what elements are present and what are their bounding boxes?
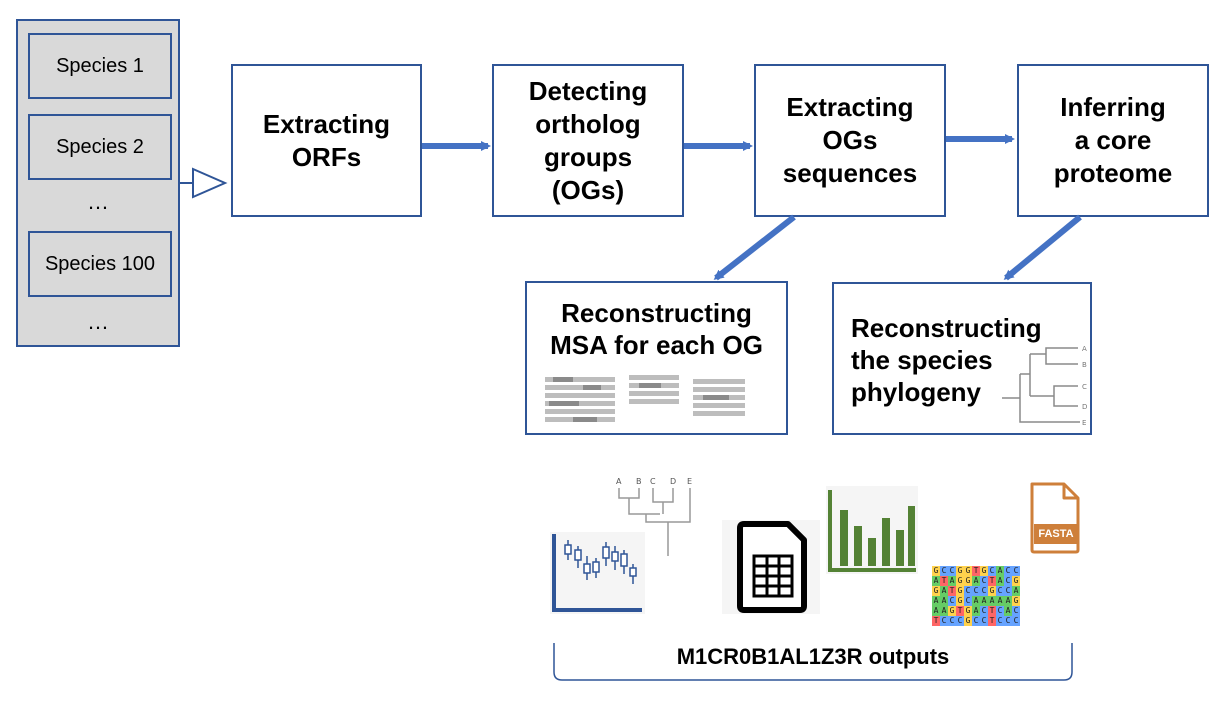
step-label: Inferring a core proteome: [1053, 92, 1173, 188]
species-tree-icon: A B C D E: [1002, 345, 1087, 427]
species-box-1: Species 1: [28, 33, 172, 99]
tree-leaf-label: A: [1082, 345, 1087, 353]
tree-leaf-label: D: [1082, 403, 1087, 411]
species-input-panel: Species 1 Species 2 … Species 100 …: [16, 19, 180, 347]
species-box-2: Species 2: [28, 114, 172, 180]
step-label: Extracting OGs sequences: [782, 92, 918, 188]
dendrogram-leaf-label: C: [650, 477, 656, 486]
species-ellipsis-end: …: [87, 309, 109, 334]
dendrogram-leaf-label: D: [670, 477, 676, 486]
dendrogram-leaf-label: B: [636, 477, 642, 486]
arrow-proteome-to-phylogeny: [1003, 214, 1082, 281]
boxplot-chart-icon: [550, 532, 645, 614]
step-label: Extracting ORFs: [262, 108, 391, 172]
step-label: Detecting ortholog groups (OGs): [528, 75, 648, 205]
outputs-bracket: [553, 643, 1073, 681]
tree-leaf-label: C: [1082, 383, 1087, 391]
fasta-label: FASTA: [1034, 524, 1078, 544]
msa-output-box: Reconstructing MSA for each OG: [525, 281, 788, 435]
arrow-sequences-to-msa: [713, 214, 796, 281]
step-detecting-ortholog-groups: Detecting ortholog groups (OGs): [492, 64, 684, 217]
phylogeny-output-box: Reconstructing the species phylogeny A B…: [832, 282, 1092, 435]
species-label: Species 1: [56, 54, 144, 77]
fasta-file-icon: FASTA: [1028, 482, 1082, 554]
msa-thumbnail-icon: [545, 375, 745, 422]
spreadsheet-file-icon: [722, 520, 820, 614]
species-label: Species 100: [44, 252, 156, 275]
dendrogram-leaf-label: E: [687, 477, 692, 486]
step-inferring-core-proteome: Inferring a core proteome: [1017, 64, 1209, 217]
step-extracting-orfs: Extracting ORFs: [231, 64, 422, 217]
bar-chart-icon: [826, 486, 918, 574]
step-extracting-og-sequences: Extracting OGs sequences: [754, 64, 946, 217]
merge-triangle-icon: [192, 167, 228, 199]
dendrogram-icon: A B C D E: [616, 477, 692, 556]
msa-output-label: Reconstructing MSA for each OG: [550, 298, 763, 360]
dendrogram-leaf-label: A: [616, 477, 622, 486]
species-label: Species 2: [56, 135, 144, 158]
species-ellipsis: …: [87, 189, 109, 214]
tree-leaf-label: B: [1082, 361, 1087, 369]
outputs-label: M1CR0B1AL1Z3R outputs: [676, 644, 950, 669]
tree-leaf-label: E: [1082, 419, 1086, 427]
species-box-100: Species 100: [28, 231, 172, 297]
phylogeny-output-label: Reconstructing the species phylogeny: [851, 313, 1042, 407]
